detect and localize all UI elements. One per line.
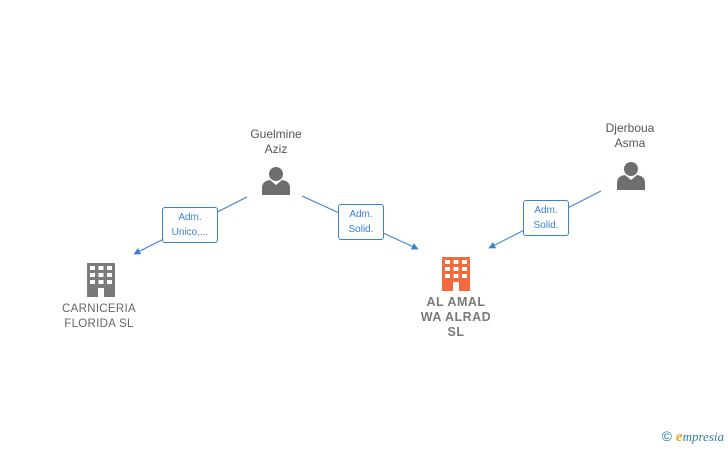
brand-watermark: ©empresia	[662, 428, 724, 446]
building-icon-focus[interactable]	[442, 257, 470, 291]
name-line: Asma	[614, 136, 646, 150]
role-line: Adm.	[534, 205, 558, 216]
brand-logo-initial: e	[675, 429, 683, 445]
role-line: Solid.	[348, 224, 374, 235]
role-line: Solid.	[533, 220, 559, 231]
brand-logo-text: mpresia	[682, 429, 724, 444]
person-name-guelmine[interactable]: Guelmine Aziz	[236, 127, 316, 157]
name-line: AL AMAL	[426, 295, 486, 309]
name-line: FLORIDA SL	[64, 318, 134, 330]
name-line: Guelmine	[250, 127, 302, 141]
person-icon[interactable]	[617, 162, 645, 190]
company-name-carniceria[interactable]: CARNICERIA FLORIDA SL	[49, 302, 149, 332]
role-label: Adm. Unico,...	[162, 207, 218, 243]
role-label: Adm. Solid.	[338, 204, 384, 240]
copyright-icon: ©	[661, 428, 672, 444]
name-line: CARNICERIA	[62, 303, 136, 315]
role-line: Adm.	[178, 212, 202, 223]
name-line: Aziz	[264, 142, 288, 156]
person-name-djerboua[interactable]: Djerboua Asma	[590, 121, 670, 151]
company-name-alamal[interactable]: AL AMAL WA ALRAD SL	[406, 295, 506, 340]
role-label: Adm. Solid.	[523, 200, 569, 236]
building-icon[interactable]	[87, 263, 115, 297]
role-line: Unico,...	[171, 227, 209, 238]
role-line: Adm.	[349, 209, 373, 220]
person-icon[interactable]	[262, 167, 290, 195]
name-line: SL	[447, 325, 465, 339]
name-line: Djerboua	[605, 121, 655, 135]
name-line: WA ALRAD	[420, 310, 492, 324]
